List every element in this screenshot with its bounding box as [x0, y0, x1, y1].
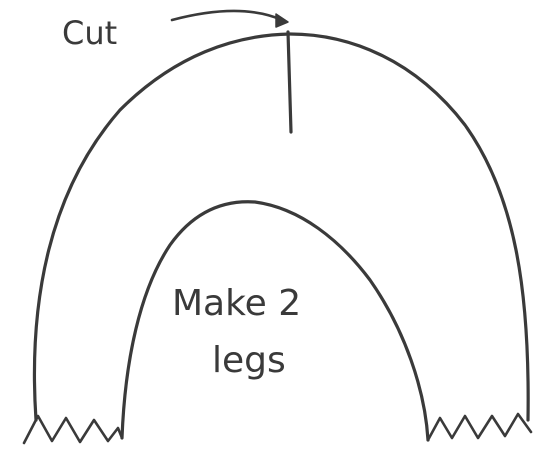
- instruction-line-1: Make 2: [172, 283, 301, 324]
- cut-label: Cut: [62, 14, 117, 52]
- cut-arrowhead: [276, 14, 288, 27]
- left-zigzag-edge: [24, 416, 122, 443]
- instruction-line-2: legs: [212, 340, 286, 381]
- cut-arrow: [172, 11, 282, 20]
- right-zigzag-edge: [428, 414, 531, 440]
- cut-line: [288, 32, 291, 132]
